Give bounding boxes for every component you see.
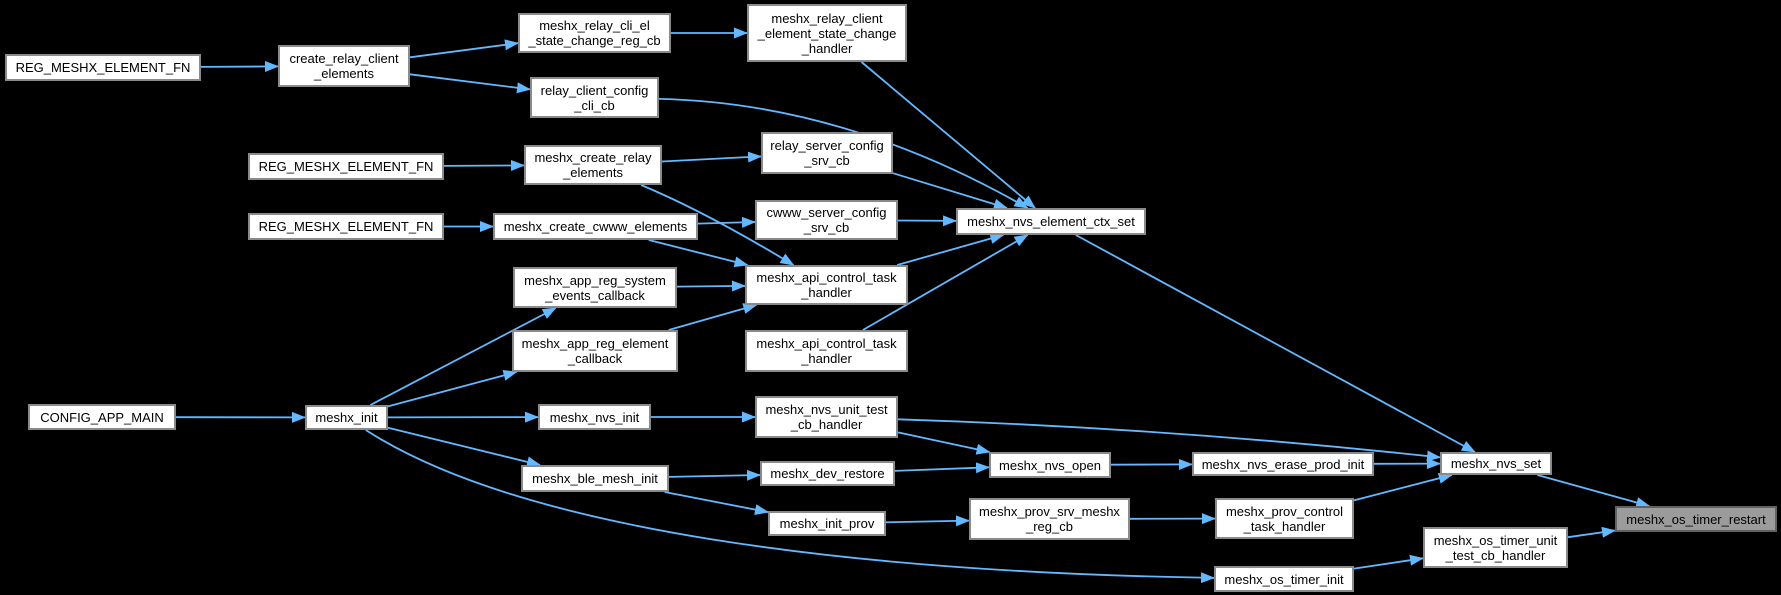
edge-reg_fn_2-to-create_relay_elements	[443, 159, 525, 171]
graph-node-reg_fn_1[interactable]: REG_MESHX_ELEMENT_FN	[5, 54, 201, 81]
graph-node-app_reg_element_cb[interactable]: meshx_app_reg_element _callback	[512, 330, 678, 372]
graph-node-nvs_unit_test_cb_handler[interactable]: meshx_nvs_unit_test _cb_handler	[755, 396, 898, 438]
graph-node-create_relay_elements[interactable]: meshx_create_relay _elements	[524, 145, 662, 185]
graph-node-cwww_server_config_srv_cb[interactable]: cwww_server_config _srv_cb	[755, 200, 898, 240]
edge-dev_restore-to-nvs_open	[894, 462, 990, 474]
graph-node-nvs_open[interactable]: meshx_nvs_open	[989, 452, 1111, 478]
graph-node-create_cwww_elements[interactable]: meshx_create_cwww_elements	[493, 213, 698, 240]
edge-meshx_init-to-app_reg_element_cb	[387, 370, 518, 408]
edge-meshx_init-to-ble_mesh_init	[387, 426, 541, 468]
graph-node-nvs_erase_prod_init[interactable]: meshx_nvs_erase_prod_init	[1192, 452, 1374, 476]
edge-create_cwww_elements-to-cwww_server_config_srv_cb	[697, 216, 756, 228]
edge-os_timer_init-to-os_timer_unit_test_cb_handler	[1353, 554, 1424, 570]
graph-node-relay_client_config_cli_cb[interactable]: relay_client_config _cli_cb	[530, 77, 659, 118]
edge-app_reg_element_cb-to-api_control_task_handler_1	[668, 303, 758, 331]
edge-nvs_unit_test_cb_handler-to-nvs_set	[897, 418, 1441, 462]
graph-node-meshx_init[interactable]: meshx_init	[305, 405, 388, 430]
graph-node-prov_control_task_handler[interactable]: meshx_prov_control _task_handler	[1215, 498, 1354, 539]
edge-nvs_set-to-os_timer_restart	[1537, 474, 1651, 508]
edge-relay_client_el_state_handler-to-nvs_element_ctx_set	[860, 61, 1036, 209]
edge-init_prov-to-prov_srv_meshx_reg_cb	[885, 515, 970, 527]
edge-nvs_element_ctx_set-to-nvs_set	[1075, 234, 1476, 453]
edge-create_relay_client_elements-to-relay_cli_el_reg_cb	[409, 39, 519, 59]
graph-node-nvs_init[interactable]: meshx_nvs_init	[538, 404, 651, 430]
edge-create_cwww_elements-to-api_control_task_handler_1	[648, 239, 749, 268]
edge-create_relay_client_elements-to-relay_client_config_cli_cb	[409, 73, 531, 94]
graph-node-api_control_task_handler_1[interactable]: meshx_api_control_task _handler	[745, 265, 908, 305]
graph-node-create_relay_client_elements[interactable]: create_relay_client _elements	[278, 45, 410, 87]
edge-prov_control_task_handler-to-nvs_set	[1353, 472, 1453, 502]
edge-ble_mesh_init-to-dev_restore	[668, 469, 761, 481]
edge-os_timer_unit_test_cb_handler-to-os_timer_restart	[1567, 526, 1616, 539]
edge-create_relay_elements-to-api_control_task_handler_1	[640, 184, 795, 266]
graph-node-reg_fn_2[interactable]: REG_MESHX_ELEMENT_FN	[248, 153, 444, 180]
edge-meshx_init-to-app_reg_system_events_cb	[369, 307, 557, 406]
graph-node-os_timer_restart[interactable]: meshx_os_timer_restart	[1615, 506, 1777, 532]
graph-node-api_control_task_handler_2[interactable]: meshx_api_control_task _handler	[745, 330, 908, 372]
edge-relay_server_config_srv_cb-to-nvs_element_ctx_set	[892, 172, 1008, 210]
edge-app_reg_system_events_cb-to-api_control_task_handler_1	[676, 280, 746, 292]
edge-relay_client_config_cli_cb-to-nvs_element_ctx_set	[658, 98, 1029, 209]
graph-node-dev_restore[interactable]: meshx_dev_restore	[760, 461, 895, 486]
edge-api_control_task_handler_1-to-nvs_element_ctx_set	[896, 233, 1005, 266]
graph-node-prov_srv_meshx_reg_cb[interactable]: meshx_prov_srv_meshx _reg_cb	[969, 498, 1130, 540]
edge-ble_mesh_init-to-init_prov	[664, 491, 769, 516]
edge-nvs_unit_test_cb_handler-to-nvs_open	[897, 431, 991, 455]
graph-node-relay_server_config_srv_cb[interactable]: relay_server_config _srv_cb	[761, 132, 893, 174]
graph-node-relay_client_el_state_handler[interactable]: meshx_relay_client _element_state_change…	[747, 4, 907, 62]
graph-node-app_reg_system_events_cb[interactable]: meshx_app_reg_system _events_callback	[513, 267, 677, 308]
graph-node-ble_mesh_init[interactable]: meshx_ble_mesh_init	[521, 465, 669, 492]
graph-node-os_timer_unit_test_cb_handler[interactable]: meshx_os_timer_unit _test_cb_handler	[1423, 527, 1568, 568]
edge-api_control_task_handler_2-to-nvs_element_ctx_set	[862, 234, 1029, 331]
edge-meshx_init-to-os_timer_init	[365, 429, 1215, 584]
graph-node-nvs_set[interactable]: meshx_nvs_set	[1440, 452, 1552, 475]
edge-create_relay_elements-to-relay_server_config_srv_cb	[661, 151, 762, 163]
edge-reg_fn_1-to-create_relay_client_elements	[200, 60, 279, 72]
graph-node-os_timer_init[interactable]: meshx_os_timer_init	[1214, 566, 1354, 592]
graph-node-relay_cli_el_reg_cb[interactable]: meshx_relay_cli_el _state_change_reg_cb	[518, 13, 671, 53]
graph-node-reg_fn_3[interactable]: REG_MESHX_ELEMENT_FN	[248, 213, 444, 240]
graph-node-nvs_element_ctx_set[interactable]: meshx_nvs_element_ctx_set	[956, 208, 1146, 235]
graph-node-init_prov[interactable]: meshx_init_prov	[768, 511, 886, 536]
graph-node-config_app_main[interactable]: CONFIG_APP_MAIN	[28, 404, 176, 430]
